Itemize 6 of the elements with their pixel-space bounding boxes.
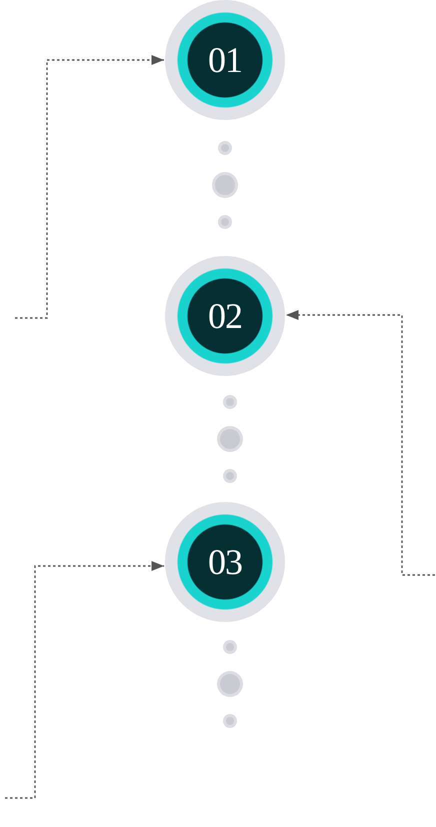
step-number: 01 [208, 39, 242, 81]
leader-arrow [286, 310, 435, 576]
leader-arrow [5, 560, 164, 799]
step-number: 02 [208, 295, 242, 337]
leader-arrow [15, 54, 164, 319]
step-number: 03 [208, 541, 242, 583]
